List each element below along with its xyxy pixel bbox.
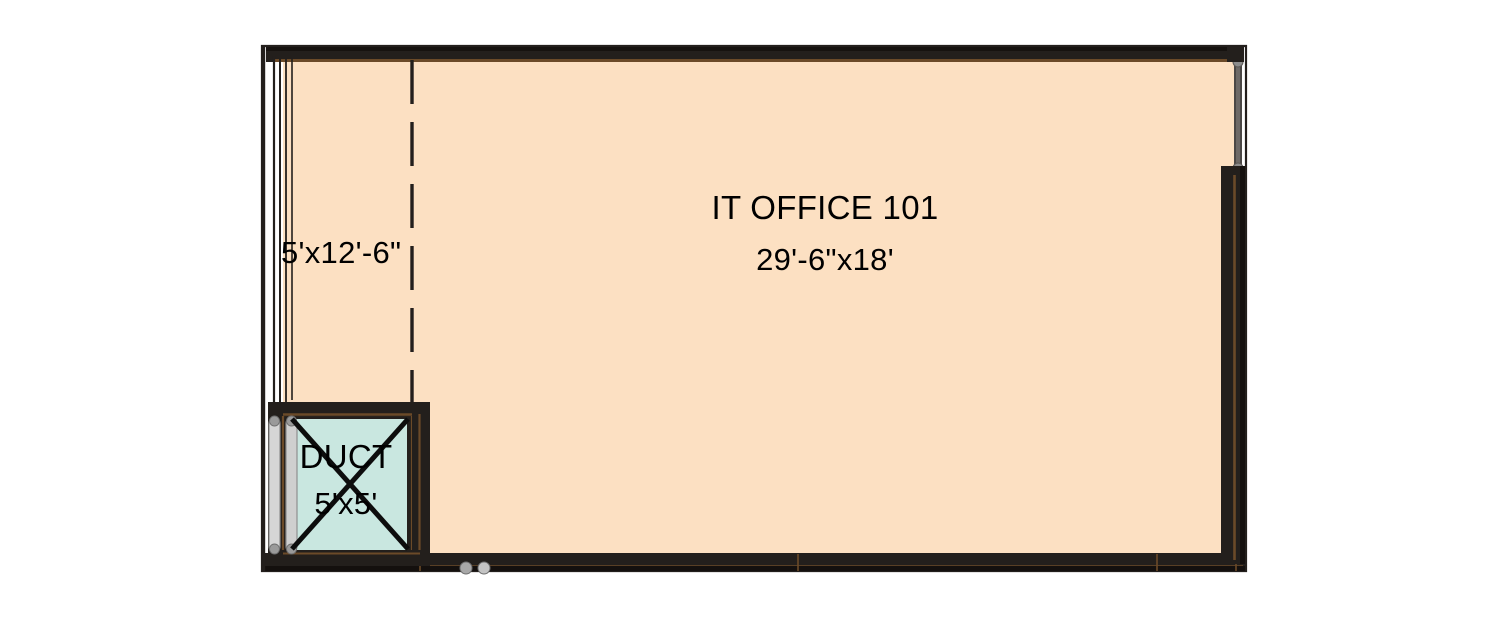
- duct-x-marker: [290, 417, 410, 551]
- right-glazing-panel[interactable]: [1232, 56, 1244, 174]
- office-name-label: IT OFFICE 101: [711, 189, 939, 226]
- office-floor-fill: [283, 60, 1223, 555]
- plan-outline: [260, 44, 1248, 573]
- duct-dimension-label: 5'x5': [314, 486, 378, 521]
- office-dimension-label: 29'-6"x18': [756, 242, 894, 277]
- duct-sliding-door-panels[interactable]: [268, 415, 298, 555]
- office-floor-fill-right-notch: [1220, 60, 1238, 168]
- duct-name-label: DUCT: [299, 438, 393, 475]
- wall-vertex-handles[interactable]: [459, 561, 491, 575]
- right-exterior-wall[interactable]: [1221, 47, 1245, 564]
- top-exterior-wall[interactable]: [266, 47, 1244, 62]
- alcove-dimension-label: 5'x12'-6": [281, 235, 402, 270]
- bottom-exterior-wall[interactable]: [263, 553, 1245, 571]
